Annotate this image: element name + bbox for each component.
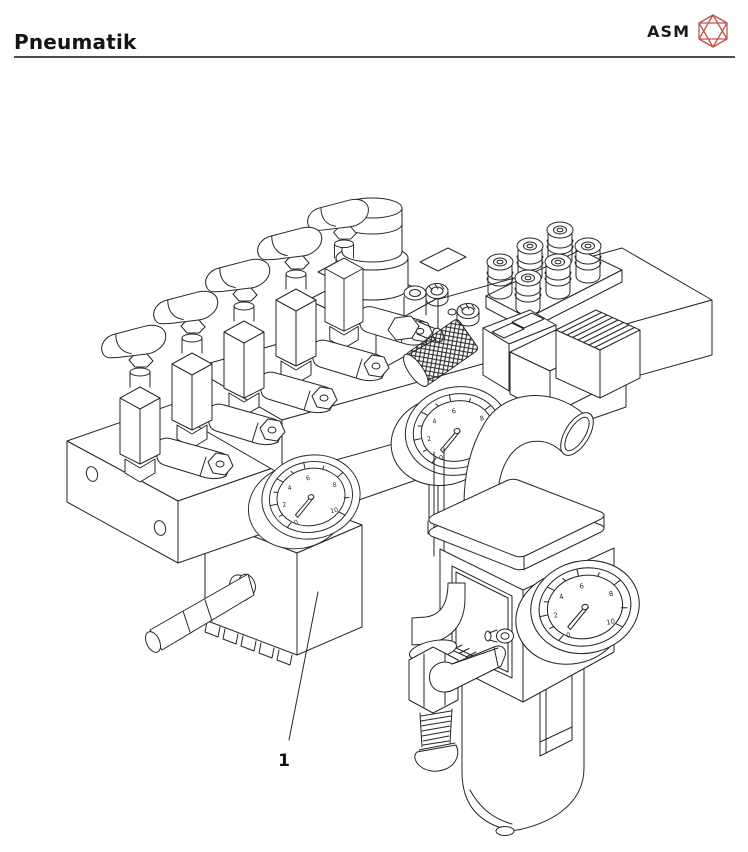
threaded-stem xyxy=(419,708,453,748)
sintered-silencer xyxy=(402,319,479,387)
callout-label: 1 xyxy=(278,751,290,771)
leader-line xyxy=(288,591,319,741)
drain-valve xyxy=(408,582,506,772)
mount-hole xyxy=(85,466,99,482)
filter-regulator-unit xyxy=(408,478,651,836)
callout-1: 1 xyxy=(278,591,319,771)
stem-cap xyxy=(414,744,459,772)
mount-hole xyxy=(153,520,167,536)
elbow-fitting xyxy=(387,285,444,343)
shaft-handle xyxy=(144,573,256,653)
serrations xyxy=(204,621,293,666)
header-rule xyxy=(14,56,735,58)
frl-top-plate xyxy=(427,478,605,571)
socket-bolt xyxy=(484,628,514,644)
wing-handle xyxy=(429,645,506,693)
page-title: Pneumatik xyxy=(14,30,137,54)
cover-slot xyxy=(491,312,545,339)
brand-name: ASM xyxy=(647,21,690,41)
brand-block: ASM xyxy=(647,12,730,50)
ribs xyxy=(561,312,635,348)
ribbed-connector xyxy=(555,309,641,399)
screw-hole xyxy=(447,308,457,316)
asm-logo-icon xyxy=(698,14,728,48)
slab-slot xyxy=(419,247,467,272)
